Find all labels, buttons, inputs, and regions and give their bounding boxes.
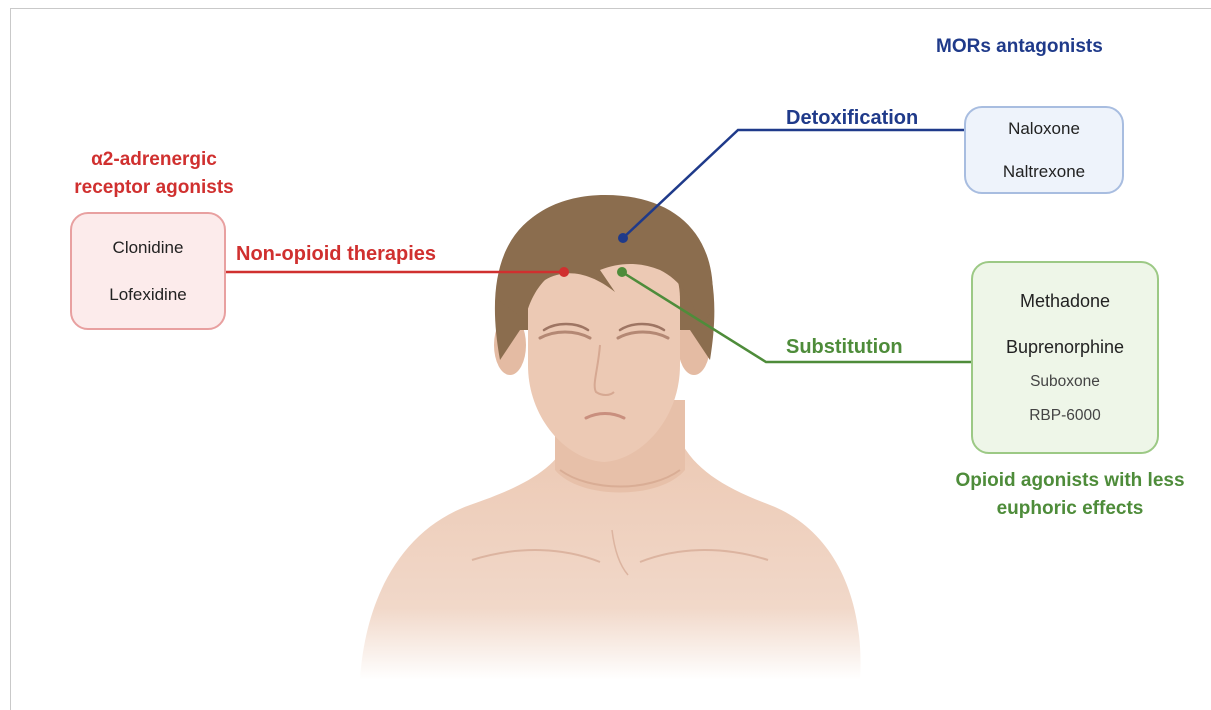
drug-clonidine: Clonidine — [113, 239, 184, 256]
category-mors-antagonists: MORs antagonists — [936, 36, 1103, 58]
drug-buprenorphine: Buprenorphine — [1006, 338, 1124, 356]
drug-lofexidine: Lofexidine — [109, 286, 187, 303]
drug-suboxone: Suboxone — [1030, 374, 1100, 390]
drug-naltrexone: Naltrexone — [1003, 163, 1085, 180]
drug-box-substitution: Methadone Buprenorphine Suboxone RBP-600… — [971, 261, 1159, 454]
drug-box-non-opioid: Clonidine Lofexidine — [70, 212, 226, 330]
category-opioid-agonists: Opioid agonists with less euphoric effec… — [936, 467, 1204, 523]
therapy-detoxification: Detoxification — [786, 107, 918, 130]
drug-methadone: Methadone — [1020, 292, 1110, 310]
drug-naloxone: Naloxone — [1008, 120, 1080, 137]
category-alpha2-agonists: α2-adrenergic receptor agonists — [54, 146, 254, 202]
therapy-non-opioid: Non-opioid therapies — [236, 243, 436, 266]
drug-rbp-6000: RBP-6000 — [1029, 408, 1101, 424]
drug-box-detox: Naloxone Naltrexone — [964, 106, 1124, 194]
therapy-substitution: Substitution — [786, 336, 903, 359]
